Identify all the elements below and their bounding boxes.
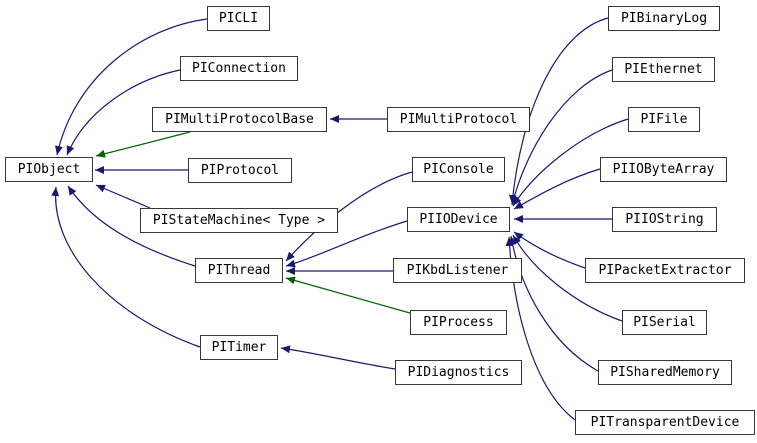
class-node-label: PIProtocol xyxy=(200,163,280,178)
class-node-label: PIBinaryLog xyxy=(620,11,708,26)
class-node-label: PIStateMachine< Type > xyxy=(152,213,326,228)
edge-PICLI-to-PIObject xyxy=(55,18,208,156)
class-node-label: PIConsole xyxy=(423,162,494,177)
class-node-PIFile[interactable]: PIFile xyxy=(628,107,700,132)
edge-PISharedMemory-to-PIIODevice xyxy=(508,235,599,372)
edge-PIEthernet-to-PIIODevice xyxy=(510,69,613,206)
class-node-label: PIIODevice xyxy=(419,212,498,227)
edge-PIIODevice-to-PIThread xyxy=(285,220,408,268)
edge-PITimer-to-PIObject xyxy=(51,186,201,348)
class-node-PITimer[interactable]: PITimer xyxy=(200,335,278,360)
class-node-PIMultiProtocol[interactable]: PIMultiProtocol xyxy=(387,107,530,132)
class-node-PICLI[interactable]: PICLI xyxy=(207,6,270,31)
class-node-PISerial[interactable]: PISerial xyxy=(622,310,707,335)
class-node-label: PICLI xyxy=(218,11,259,26)
class-node-label: PITimer xyxy=(211,340,267,355)
class-node-PIThread[interactable]: PIThread xyxy=(195,258,283,283)
class-node-label: PIMultiProtocol xyxy=(399,112,518,127)
edge-PIConnection-to-PIObject xyxy=(66,69,181,156)
edge-PIConsole-to-PIThread xyxy=(285,171,413,262)
class-node-label: PIThread xyxy=(207,263,271,278)
class-node-PIProcess[interactable]: PIProcess xyxy=(410,310,507,335)
class-node-label: PIProcess xyxy=(423,315,494,330)
class-node-PIIODevice[interactable]: PIIODevice xyxy=(407,207,510,232)
class-node-label: PIDiagnostics xyxy=(407,365,510,380)
edge-PIDiagnostics-to-PITimer xyxy=(280,345,396,370)
edge-PIFile-to-PIIODevice xyxy=(512,118,629,207)
class-node-PISharedMemory[interactable]: PISharedMemory xyxy=(598,360,732,385)
class-node-PIIOByteArray[interactable]: PIIOByteArray xyxy=(600,157,727,182)
class-node-PIConsole[interactable]: PIConsole xyxy=(412,157,505,182)
class-node-PIProtocol[interactable]: PIProtocol xyxy=(188,158,292,183)
class-node-label: PIPacketExtractor xyxy=(598,263,732,278)
class-node-PIBinaryLog[interactable]: PIBinaryLog xyxy=(608,6,720,31)
edge-PIProcess-to-PIThread xyxy=(285,276,411,314)
class-node-label: PIObject xyxy=(17,162,81,177)
class-node-label: PIConnection xyxy=(192,61,286,76)
class-node-label: PIKbdListener xyxy=(406,263,509,278)
edge-PIMultiProtocolBase-to-PIObject xyxy=(95,131,191,158)
class-node-label: PIIOString xyxy=(625,212,704,227)
class-node-label: PIEthernet xyxy=(624,62,703,77)
class-node-PIMultiProtocolBase[interactable]: PIMultiProtocolBase xyxy=(152,107,327,132)
class-node-label: PISharedMemory xyxy=(610,365,720,380)
edge-PISerial-to-PIIODevice xyxy=(512,234,623,322)
class-node-label: PISerial xyxy=(633,315,696,330)
class-node-label: PIIOByteArray xyxy=(612,162,715,177)
class-node-label: PIFile xyxy=(640,112,688,127)
edge-PIBinaryLog-to-PIIODevice xyxy=(508,17,609,205)
class-node-PIEthernet[interactable]: PIEthernet xyxy=(612,57,715,82)
class-node-PIKbdListener[interactable]: PIKbdListener xyxy=(393,258,522,283)
edge-PIPacketExtractor-to-PIIODevice xyxy=(513,231,586,269)
edge-PIStateMachine-to-PIObject xyxy=(95,184,151,209)
class-node-PIIOString[interactable]: PIIOString xyxy=(612,207,717,232)
class-node-PIDiagnostics[interactable]: PIDiagnostics xyxy=(395,360,522,385)
class-node-PIStateMachine[interactable]: PIStateMachine< Type > xyxy=(140,208,338,233)
edge-PIIOByteArray-to-PIIODevice xyxy=(513,168,601,210)
class-node-PIObject[interactable]: PIObject xyxy=(5,157,93,182)
class-node-label: PIMultiProtocolBase xyxy=(165,112,314,127)
edge-PIThread-to-PIObject xyxy=(67,185,196,267)
class-node-PIPacketExtractor[interactable]: PIPacketExtractor xyxy=(585,258,745,283)
class-node-label: PITransparentDevice xyxy=(590,415,740,430)
class-node-PIConnection[interactable]: PIConnection xyxy=(180,56,298,81)
class-node-PITransparentDevice[interactable]: PITransparentDevice xyxy=(575,410,755,435)
